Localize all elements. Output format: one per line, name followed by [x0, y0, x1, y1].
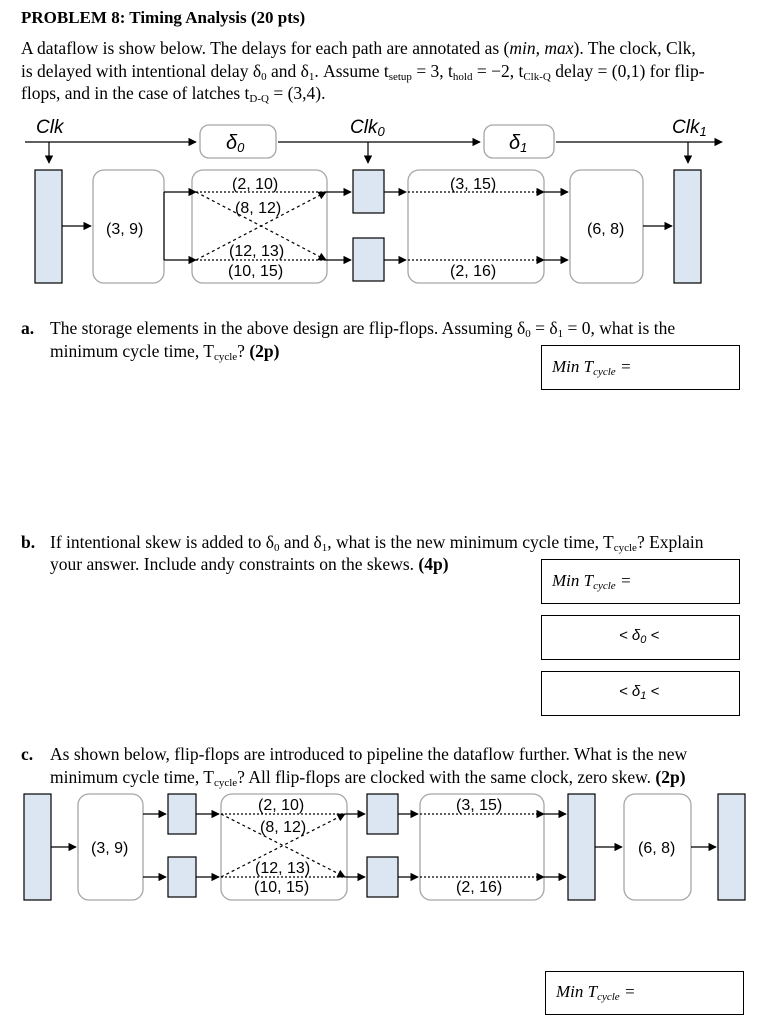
answer-box-b[interactable]	[541, 559, 740, 604]
skew0-box[interactable]	[541, 615, 740, 660]
delay-top-b: (3, 15)	[450, 176, 496, 193]
register-top	[352, 169, 385, 214]
part-c-label: c.	[21, 744, 34, 764]
part-b-label: b.	[21, 532, 36, 552]
delay-cross-a: (8, 12)	[235, 200, 281, 217]
clk1-label: Clk1	[672, 117, 707, 139]
logic-block-cross	[191, 169, 328, 284]
part-b-line-1: If intentional skew is added to δ0 and δ…	[50, 532, 704, 554]
part-b-line-2: your answer. Include andy constraints on…	[50, 554, 449, 574]
part-c-line-1: As shown below, flip-flops are introduce…	[50, 744, 688, 764]
delta0-label: δ0	[226, 132, 245, 155]
input-register	[34, 169, 63, 284]
delay-bottom-a: (10, 15)	[228, 263, 283, 280]
intro-line-1: A dataflow is show below. The delays for…	[21, 38, 696, 58]
answer-c-label: Min Tcycle =	[556, 982, 636, 1003]
clk-label: Clk	[36, 117, 65, 138]
delay-left: (3, 9)	[106, 221, 143, 238]
part-a-line-2: minimum cycle time, Tcycle? (2p)	[50, 341, 280, 363]
delay-right: (6, 8)	[587, 221, 624, 238]
answer-box-a[interactable]	[541, 345, 740, 390]
delay-top-a: (2, 10)	[232, 176, 278, 193]
delay-bottom-b: (2, 16)	[450, 263, 496, 280]
part-a-line-1: The storage elements in the above design…	[50, 318, 676, 340]
output-register	[673, 169, 702, 284]
part-a-label: a.	[21, 318, 35, 338]
logic-block-mid	[407, 169, 545, 284]
intro-line-3: flops, and in the case of latches tD-Q =…	[21, 83, 326, 105]
delay-cross-b: (12, 13)	[229, 243, 284, 260]
skew1-box[interactable]	[541, 671, 740, 716]
register-bottom	[352, 237, 385, 282]
answer-a-label: Min Tcycle =	[552, 357, 632, 378]
part-c-line-2: minimum cycle time, Tcycle? All flip-flo…	[50, 767, 686, 789]
delta1-box	[483, 124, 555, 159]
delta1-label: δ1	[509, 132, 527, 155]
clk0-label: Clk0	[350, 117, 385, 139]
intro-line-2: is delayed with intentional delay δ0 and…	[21, 61, 705, 83]
skew1-label: < δ1 <	[619, 683, 660, 702]
problem-title: PROBLEM 8: Timing Analysis (20 pts)	[21, 8, 306, 27]
delta0-box	[199, 124, 277, 159]
answer-b-label: Min Tcycle =	[552, 571, 632, 592]
answer-box-c[interactable]	[545, 971, 744, 1015]
skew0-label: < δ0 <	[619, 627, 660, 646]
